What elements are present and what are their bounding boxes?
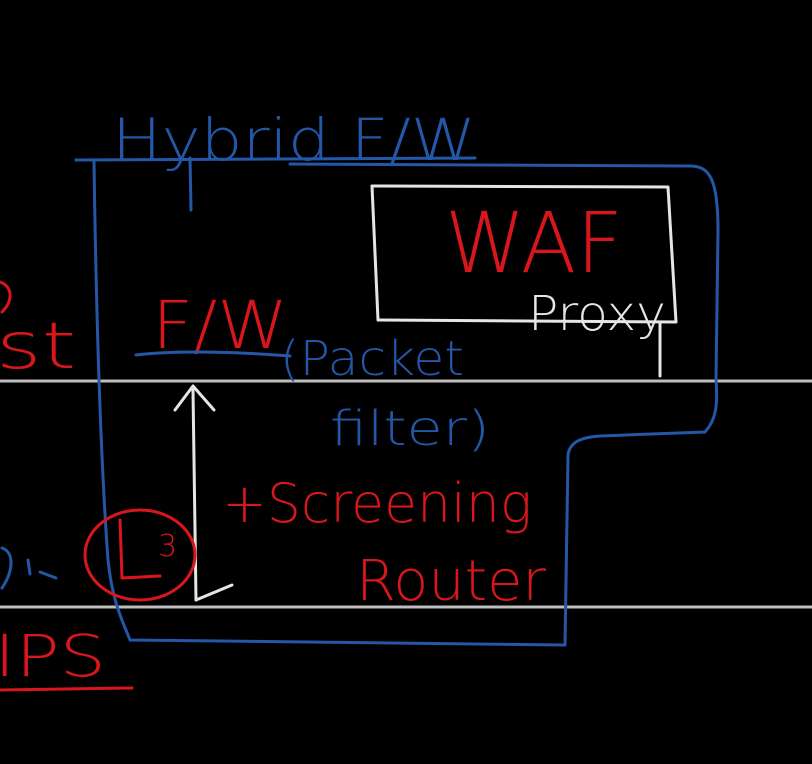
hybrid-fw-underline xyxy=(74,156,477,162)
proxy-label: Proxy xyxy=(528,286,666,342)
left-partial-bottom: IPS xyxy=(0,622,106,690)
arrow-up-shaft xyxy=(191,388,198,602)
screening-router-line1: +Screening xyxy=(222,472,532,535)
arrow-bottom-tail xyxy=(194,583,234,602)
left-partial-stroke xyxy=(0,280,12,314)
fw-underline xyxy=(134,350,292,358)
hybrid-fw-tick xyxy=(188,156,193,212)
waf-box xyxy=(370,184,678,324)
layer-3-circle xyxy=(83,508,197,602)
layer-number: 3 xyxy=(158,529,177,564)
ips-underline xyxy=(0,686,134,692)
left-partial-blue xyxy=(0,546,58,590)
arrow-up-head xyxy=(173,384,216,412)
left-partial-top: st xyxy=(0,310,76,384)
hybrid-fw-boundary xyxy=(92,160,720,647)
layer-l-stroke xyxy=(118,518,162,580)
screening-router-line2: Router xyxy=(356,549,546,614)
packet-filter-line1: (Packet xyxy=(280,331,464,387)
packet-filter-line2: filter) xyxy=(330,401,490,457)
waf-label: WAF xyxy=(445,194,623,292)
